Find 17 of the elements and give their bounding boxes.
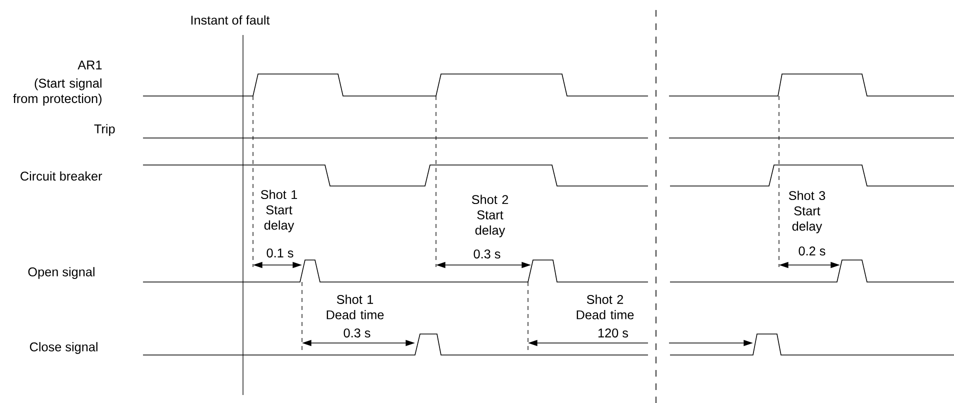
signal-name: (Start signal from protection)	[13, 78, 102, 106]
timing-label: Shot 1 Start delay	[260, 190, 298, 232]
timing-label: Shot 2 Start delay	[472, 194, 508, 238]
timing-value: 0.2 s	[798, 246, 826, 256]
signal-name: Close signal	[30, 342, 98, 354]
timing-value: 0.1 s	[266, 248, 294, 258]
timing-label: Shot 2 Dead time	[576, 294, 634, 320]
signal-name: AR1	[78, 60, 102, 70]
annotation-label: Instant of fault	[191, 15, 270, 25]
signal-name: Open signal	[28, 267, 94, 279]
timing-value: 120 s	[598, 328, 628, 338]
timing-label: Shot 3 Start delay	[788, 190, 826, 234]
timing-label: Shot 1 Dead time	[326, 294, 384, 320]
signal-name: Circuit breaker	[20, 171, 102, 181]
timing-value: 0.3 s	[344, 328, 370, 338]
timing-value: 0.3 s	[474, 250, 500, 258]
signal-name: Trip	[94, 124, 115, 136]
